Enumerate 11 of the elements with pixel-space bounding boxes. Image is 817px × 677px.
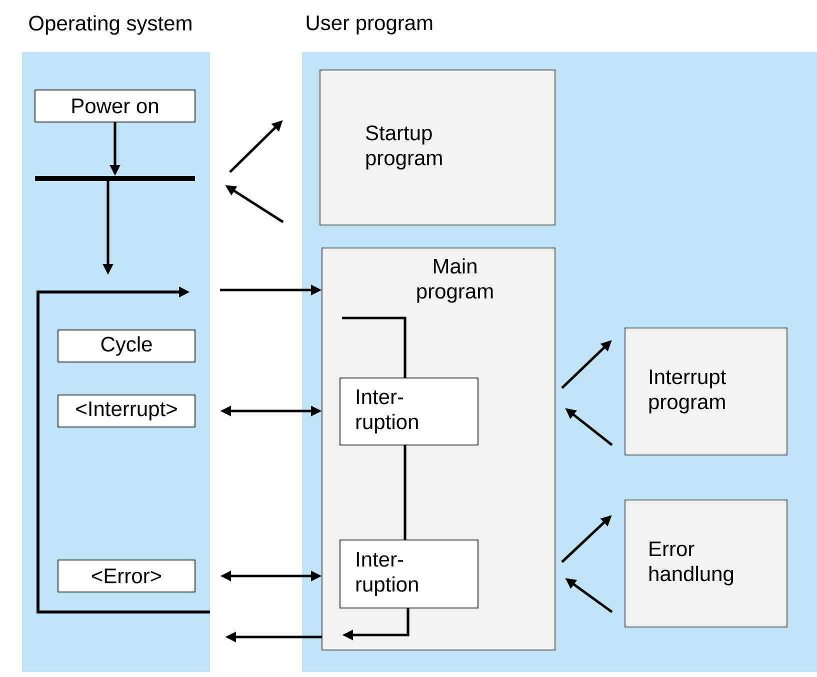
process-box: Inter- ruption	[340, 378, 478, 446]
node-label: User program	[306, 16, 432, 34]
process-box: <Interrupt>	[58, 394, 196, 428]
process-box: Error handlung	[624, 500, 788, 628]
process-box: Power on	[34, 90, 196, 122]
process-box: Startup program	[320, 70, 556, 226]
node-label: Operating system	[29, 15, 192, 35]
process-box: Inter- ruption	[340, 540, 478, 608]
process-box: Cycle	[58, 330, 196, 362]
process-box: <Error>	[58, 560, 196, 592]
process-box: Interrupt program	[624, 328, 788, 456]
